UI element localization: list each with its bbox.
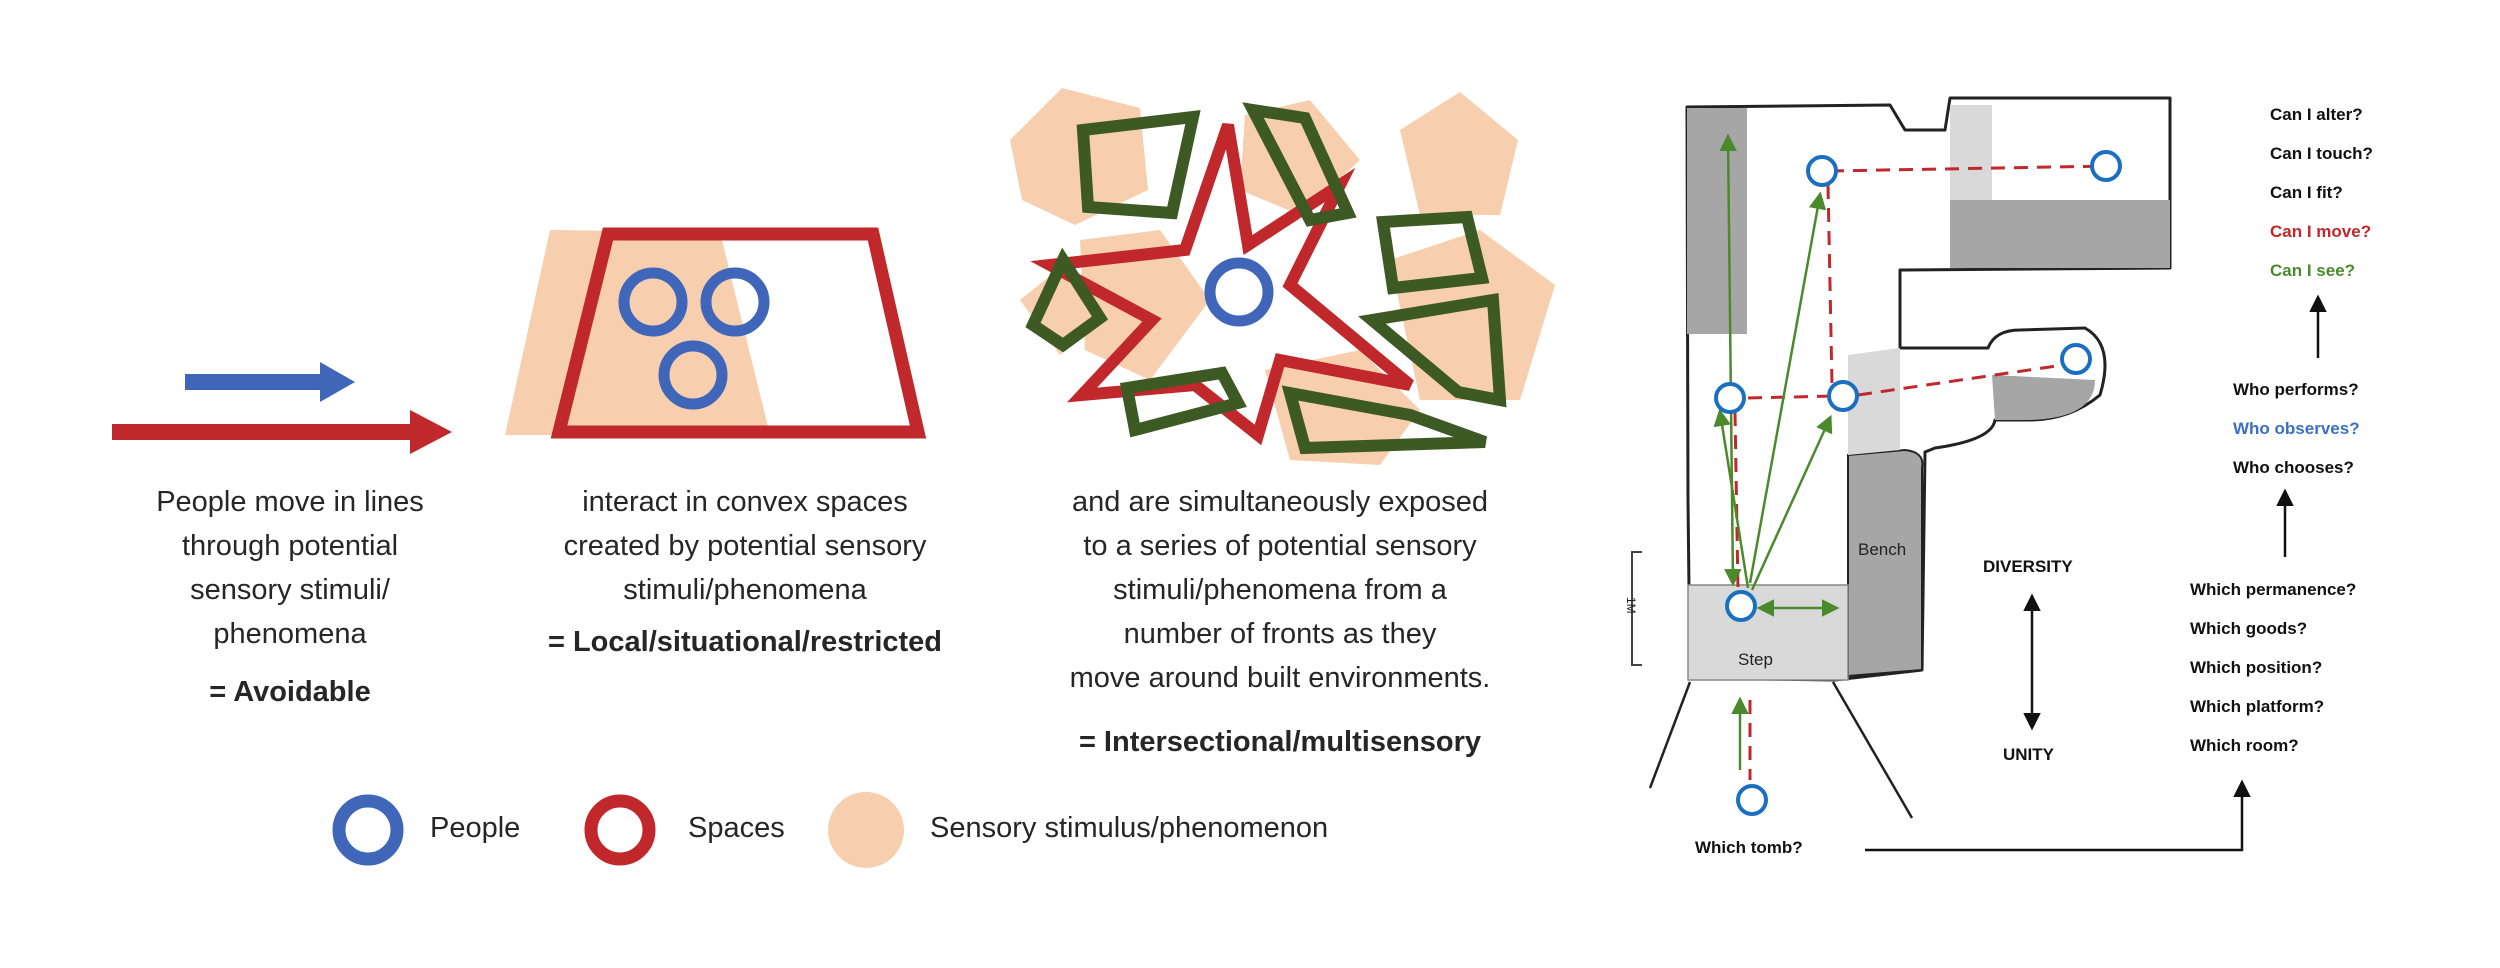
plan-person bbox=[2090, 150, 2122, 182]
upper-right-light bbox=[1950, 105, 1992, 200]
convex-space-panel bbox=[505, 227, 927, 439]
caption-line: People move in lines bbox=[156, 486, 424, 518]
stimulus-outline bbox=[1119, 366, 1247, 438]
stimulus-outline bbox=[1281, 385, 1488, 455]
question-performs: Who performs? bbox=[2233, 380, 2359, 399]
question-room: Which room? bbox=[2190, 736, 2299, 755]
diversity-label: DIVERSITY bbox=[1983, 557, 2073, 576]
stimulus-outline bbox=[1025, 247, 1109, 353]
convex-caption: interact in convex spaces created by pot… bbox=[530, 480, 960, 664]
convex-conclusion: = Local/situational/restricted bbox=[547, 626, 943, 658]
sight-arrows bbox=[1713, 133, 1840, 770]
caption-line: stimuli/phenomena from a bbox=[1113, 574, 1447, 606]
question-position: Which position? bbox=[2190, 658, 2323, 677]
question-chooses: Who chooses? bbox=[2233, 458, 2354, 477]
question-move: Can I move? bbox=[2270, 222, 2372, 241]
caption-line: phenomena bbox=[213, 618, 367, 650]
caption-line: through potential bbox=[181, 530, 399, 562]
stimulus-outline bbox=[1076, 110, 1201, 220]
bench-label: Bench bbox=[1858, 540, 1907, 559]
legend-people-swatch bbox=[332, 794, 404, 866]
lines-conclusion: = Avoidable bbox=[209, 676, 371, 708]
caption-line: stimuli/phenomena bbox=[623, 574, 867, 606]
caption-line: and are simultaneously exposed bbox=[1072, 486, 1488, 518]
caption-line: move around built environments. bbox=[1069, 662, 1491, 694]
tomb-connector bbox=[1865, 779, 2251, 852]
stimulus-shape bbox=[1080, 230, 1210, 380]
movement-lines-panel bbox=[112, 362, 452, 454]
blue-arrow bbox=[185, 362, 355, 402]
stimulus-outline bbox=[1358, 293, 1507, 408]
legend-spaces-label: Spaces bbox=[688, 812, 785, 844]
nook-right-gray bbox=[1992, 375, 2095, 420]
scale-bracket bbox=[1631, 551, 1642, 666]
question-goods: Which goods? bbox=[2190, 619, 2308, 638]
red-arrow bbox=[112, 410, 452, 454]
left-gray-block bbox=[1687, 108, 1747, 334]
convex-space-outline bbox=[550, 227, 927, 439]
person-circle bbox=[658, 340, 728, 410]
plan-person bbox=[1725, 590, 1757, 622]
stimulus-shape bbox=[1400, 92, 1518, 215]
nook-light bbox=[1848, 348, 1900, 455]
tomb-question: Which tomb? bbox=[1695, 838, 1803, 857]
step-label: Step bbox=[1738, 650, 1773, 669]
exposure-conclusion: = Intersectional/multisensory bbox=[1078, 726, 1482, 758]
stimulus-outline bbox=[1376, 210, 1490, 295]
plan-person bbox=[1806, 155, 1838, 187]
question-platform: Which platform? bbox=[2190, 697, 2325, 716]
caption-line: sensory stimuli/ bbox=[190, 574, 390, 606]
question-observes: Who observes? bbox=[2233, 419, 2360, 438]
legend-spaces-swatch bbox=[584, 794, 656, 866]
upper-right-gray bbox=[1950, 200, 2170, 268]
question-alter: Can I alter? bbox=[2270, 105, 2363, 124]
plan-person bbox=[1736, 784, 1768, 816]
question-touch: Can I touch? bbox=[2270, 144, 2373, 163]
plan-people bbox=[1714, 150, 2122, 816]
scale-label: 1M bbox=[1624, 597, 1638, 614]
plan-person bbox=[1827, 380, 1859, 412]
legend bbox=[332, 792, 904, 868]
caption-line: interact in convex spaces bbox=[582, 486, 908, 518]
caption-line: to a series of potential sensory bbox=[1083, 530, 1477, 562]
floor-plan bbox=[1631, 96, 2327, 852]
person-circle bbox=[618, 267, 688, 337]
entrance-wall bbox=[1648, 681, 1692, 789]
lines-caption: People move in lines through potential s… bbox=[100, 480, 480, 714]
question-see: Can I see? bbox=[2270, 261, 2356, 280]
question-permanence: Which permanence? bbox=[2190, 580, 2357, 599]
stimulus-outline bbox=[1242, 102, 1357, 227]
plan-person bbox=[2060, 343, 2092, 375]
legend-people-label: People bbox=[430, 812, 521, 844]
caption-line: created by potential sensory bbox=[563, 530, 927, 562]
caption-line: number of fronts as they bbox=[1123, 618, 1437, 650]
question-fit: Can I fit? bbox=[2270, 183, 2343, 202]
stimulus-shape bbox=[1390, 230, 1555, 400]
bench-block bbox=[1847, 448, 1924, 678]
legend-stimulus-label: Sensory stimulus/phenomenon bbox=[930, 812, 1329, 844]
person-circle bbox=[700, 267, 770, 337]
legend-stimulus-swatch bbox=[828, 792, 904, 868]
entrance-wall bbox=[1831, 681, 1914, 819]
exposure-caption: and are simultaneously exposed to a seri… bbox=[1030, 480, 1530, 764]
unity-label: UNITY bbox=[2003, 745, 2054, 764]
person-circle bbox=[1204, 257, 1274, 327]
exposure-panel bbox=[1010, 88, 1555, 465]
plan-person bbox=[1714, 382, 1746, 414]
